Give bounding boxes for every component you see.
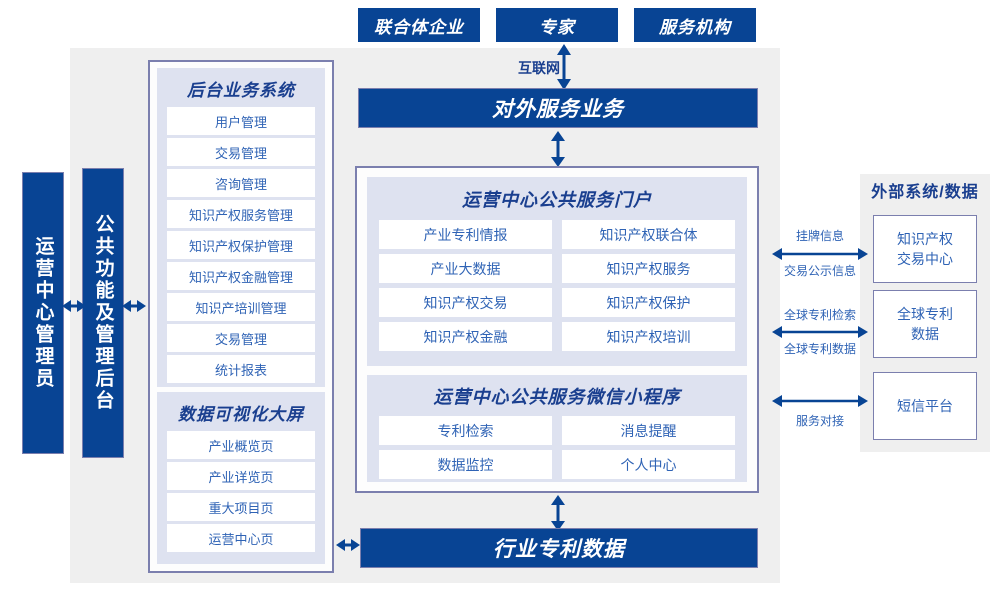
connector-label-service-docking: 服务对接 xyxy=(795,414,844,428)
list-item-label: 运营中心页 xyxy=(208,531,274,547)
list-item-label: 知识产培训管理 xyxy=(195,300,287,316)
miniprogram-item-label: 消息提醒 xyxy=(620,422,677,439)
industry-patent-data-label: 行业专利数据 xyxy=(493,538,625,561)
list-item-label: 知识产权服务管理 xyxy=(188,207,293,223)
list-item[interactable]: 交易管理 xyxy=(167,324,315,352)
public-service-portal-group: 运营中心公共服务门户 产业专利情报 知识产权联合体 产业大数据 知识产权服务 知… xyxy=(367,177,747,366)
portal-item[interactable]: 知识产权联合体 xyxy=(562,220,735,249)
list-item[interactable]: 统计报表 xyxy=(167,355,315,383)
external-box-sms-platform[interactable]: 短信平台 xyxy=(873,372,977,440)
list-item[interactable]: 产业详览页 xyxy=(167,462,315,490)
backend-business-system-title: 后台业务系统 xyxy=(187,81,295,100)
miniprogram-item[interactable]: 专利检索 xyxy=(379,416,552,445)
service-to-portal-arrow-icon xyxy=(547,131,569,167)
list-item-label: 知识产权金融管理 xyxy=(188,269,293,285)
list-item-label: 知识产权保护管理 xyxy=(188,238,293,254)
top-box-label: 联合体企业 xyxy=(374,17,464,37)
list-item[interactable]: 知识产权服务管理 xyxy=(167,200,315,228)
top-box-union-enterprise[interactable]: 联合体企业 xyxy=(358,8,480,42)
external-box-line1: 全球专利 xyxy=(897,305,953,322)
data-visualization-title: 数据可视化大屏 xyxy=(178,405,304,424)
portal-item-label: 知识产权交易 xyxy=(423,294,508,311)
portal-item-label: 知识产权服务 xyxy=(606,260,691,277)
portal-item-label: 知识产权联合体 xyxy=(599,226,698,243)
left-column-operation-admin[interactable]: 运营中心管理员 xyxy=(22,172,64,454)
list-item-label: 咨询管理 xyxy=(214,176,267,192)
list-item[interactable]: 知识产权金融管理 xyxy=(167,262,315,290)
miniprogram-item-label: 专利检索 xyxy=(437,422,494,439)
list-item[interactable]: 重大项目页 xyxy=(167,493,315,521)
list-item-label: 用户管理 xyxy=(214,114,267,130)
miniprogram-item-label: 个人中心 xyxy=(620,456,677,473)
portal-item[interactable]: 知识产权金融 xyxy=(379,322,552,351)
left-column-label: 运营中心管理员 xyxy=(32,236,54,390)
external-service-bar-label: 对外服务业务 xyxy=(492,98,624,121)
list-item-label: 重大项目页 xyxy=(208,500,274,516)
miniprogram-item[interactable]: 消息提醒 xyxy=(562,416,735,445)
top-box-expert[interactable]: 专家 xyxy=(496,8,618,42)
external-systems-title: 外部系统/数据 xyxy=(871,184,979,201)
portal-item[interactable]: 知识产权保护 xyxy=(562,288,735,317)
list-item[interactable]: 知识产培训管理 xyxy=(167,293,315,321)
miniprogram-item-label: 数据监控 xyxy=(437,456,494,473)
connector-arrow-ip-trading-icon xyxy=(772,245,868,263)
list-item-label: 交易管理 xyxy=(214,331,267,347)
connector-label-global-patent-data: 全球专利数据 xyxy=(783,342,856,356)
list-item[interactable]: 交易管理 xyxy=(167,138,315,166)
portal-item[interactable]: 产业专利情报 xyxy=(379,220,552,249)
portal-item[interactable]: 知识产权交易 xyxy=(379,288,552,317)
backend-business-system-group: 后台业务系统 用户管理 交易管理 咨询管理 知识产权服务管理 知识产权保护管理 … xyxy=(157,68,325,387)
portal-item-label: 知识产权培训 xyxy=(606,328,691,345)
list-item[interactable]: 产业概览页 xyxy=(167,431,315,459)
connector-arrow-sms-icon xyxy=(772,392,868,410)
external-box-label: 知识产权 交易中心 xyxy=(897,229,953,270)
external-box-global-patent-data[interactable]: 全球专利 数据 xyxy=(873,290,977,358)
data-visualization-group: 数据可视化大屏 产业概览页 产业详览页 重大项目页 运营中心页 xyxy=(157,392,325,564)
wechat-miniprogram-group: 运营中心公共服务微信小程序 专利检索 消息提醒 数据监控 个人中心 xyxy=(367,375,747,482)
list-item-label: 产业详览页 xyxy=(208,469,274,485)
top-box-label: 服务机构 xyxy=(659,17,731,37)
admin-to-backend-arrow-icon xyxy=(62,296,86,316)
external-service-bar[interactable]: 对外服务业务 xyxy=(358,88,758,128)
external-box-label: 全球专利 数据 xyxy=(897,304,953,345)
external-box-line2: 数据 xyxy=(911,326,939,342)
visualization-to-patentdata-arrow-icon xyxy=(336,535,360,555)
portal-item-label: 产业专利情报 xyxy=(423,226,508,243)
internet-arrow-icon xyxy=(553,44,575,90)
list-item-label: 交易管理 xyxy=(214,145,267,161)
connector-label-trade-disclosure: 交易公示信息 xyxy=(783,264,856,278)
wechat-miniprogram-title: 运营中心公共服务微信小程序 xyxy=(433,387,681,407)
portal-to-patentdata-arrow-icon xyxy=(547,495,569,531)
external-box-line2: 交易中心 xyxy=(897,251,953,267)
top-box-service-agency[interactable]: 服务机构 xyxy=(634,8,756,42)
list-item[interactable]: 用户管理 xyxy=(167,107,315,135)
list-item[interactable]: 咨询管理 xyxy=(167,169,315,197)
portal-item-label: 产业大数据 xyxy=(430,260,501,277)
list-item[interactable]: 运营中心页 xyxy=(167,524,315,552)
external-box-label: 短信平台 xyxy=(897,397,953,414)
left-column-label: 公共功能及管理后台 xyxy=(92,214,114,412)
connector-arrow-global-patent-icon xyxy=(772,323,868,341)
connector-label-global-patent-search: 全球专利检索 xyxy=(783,308,856,322)
top-box-label: 专家 xyxy=(539,17,575,37)
miniprogram-item[interactable]: 数据监控 xyxy=(379,450,552,479)
miniprogram-item[interactable]: 个人中心 xyxy=(562,450,735,479)
connector-label-listing-info: 挂牌信息 xyxy=(795,229,844,243)
industry-patent-data-bar[interactable]: 行业专利数据 xyxy=(360,528,758,568)
external-box-ip-trading-center[interactable]: 知识产权 交易中心 xyxy=(873,215,977,283)
internet-label: 互联网 xyxy=(518,60,560,76)
portal-item[interactable]: 知识产权服务 xyxy=(562,254,735,283)
public-service-portal-title: 运营中心公共服务门户 xyxy=(462,190,652,210)
portal-item-label: 知识产权金融 xyxy=(423,328,508,345)
external-box-line1: 知识产权 xyxy=(897,230,953,247)
backend-to-systems-arrow-icon xyxy=(122,296,146,316)
left-column-common-backend[interactable]: 公共功能及管理后台 xyxy=(82,168,124,458)
list-item-label: 产业概览页 xyxy=(208,438,274,454)
portal-item[interactable]: 产业大数据 xyxy=(379,254,552,283)
portal-item[interactable]: 知识产权培训 xyxy=(562,322,735,351)
list-item[interactable]: 知识产权保护管理 xyxy=(167,231,315,259)
list-item-label: 统计报表 xyxy=(214,362,267,378)
portal-item-label: 知识产权保护 xyxy=(606,294,691,311)
